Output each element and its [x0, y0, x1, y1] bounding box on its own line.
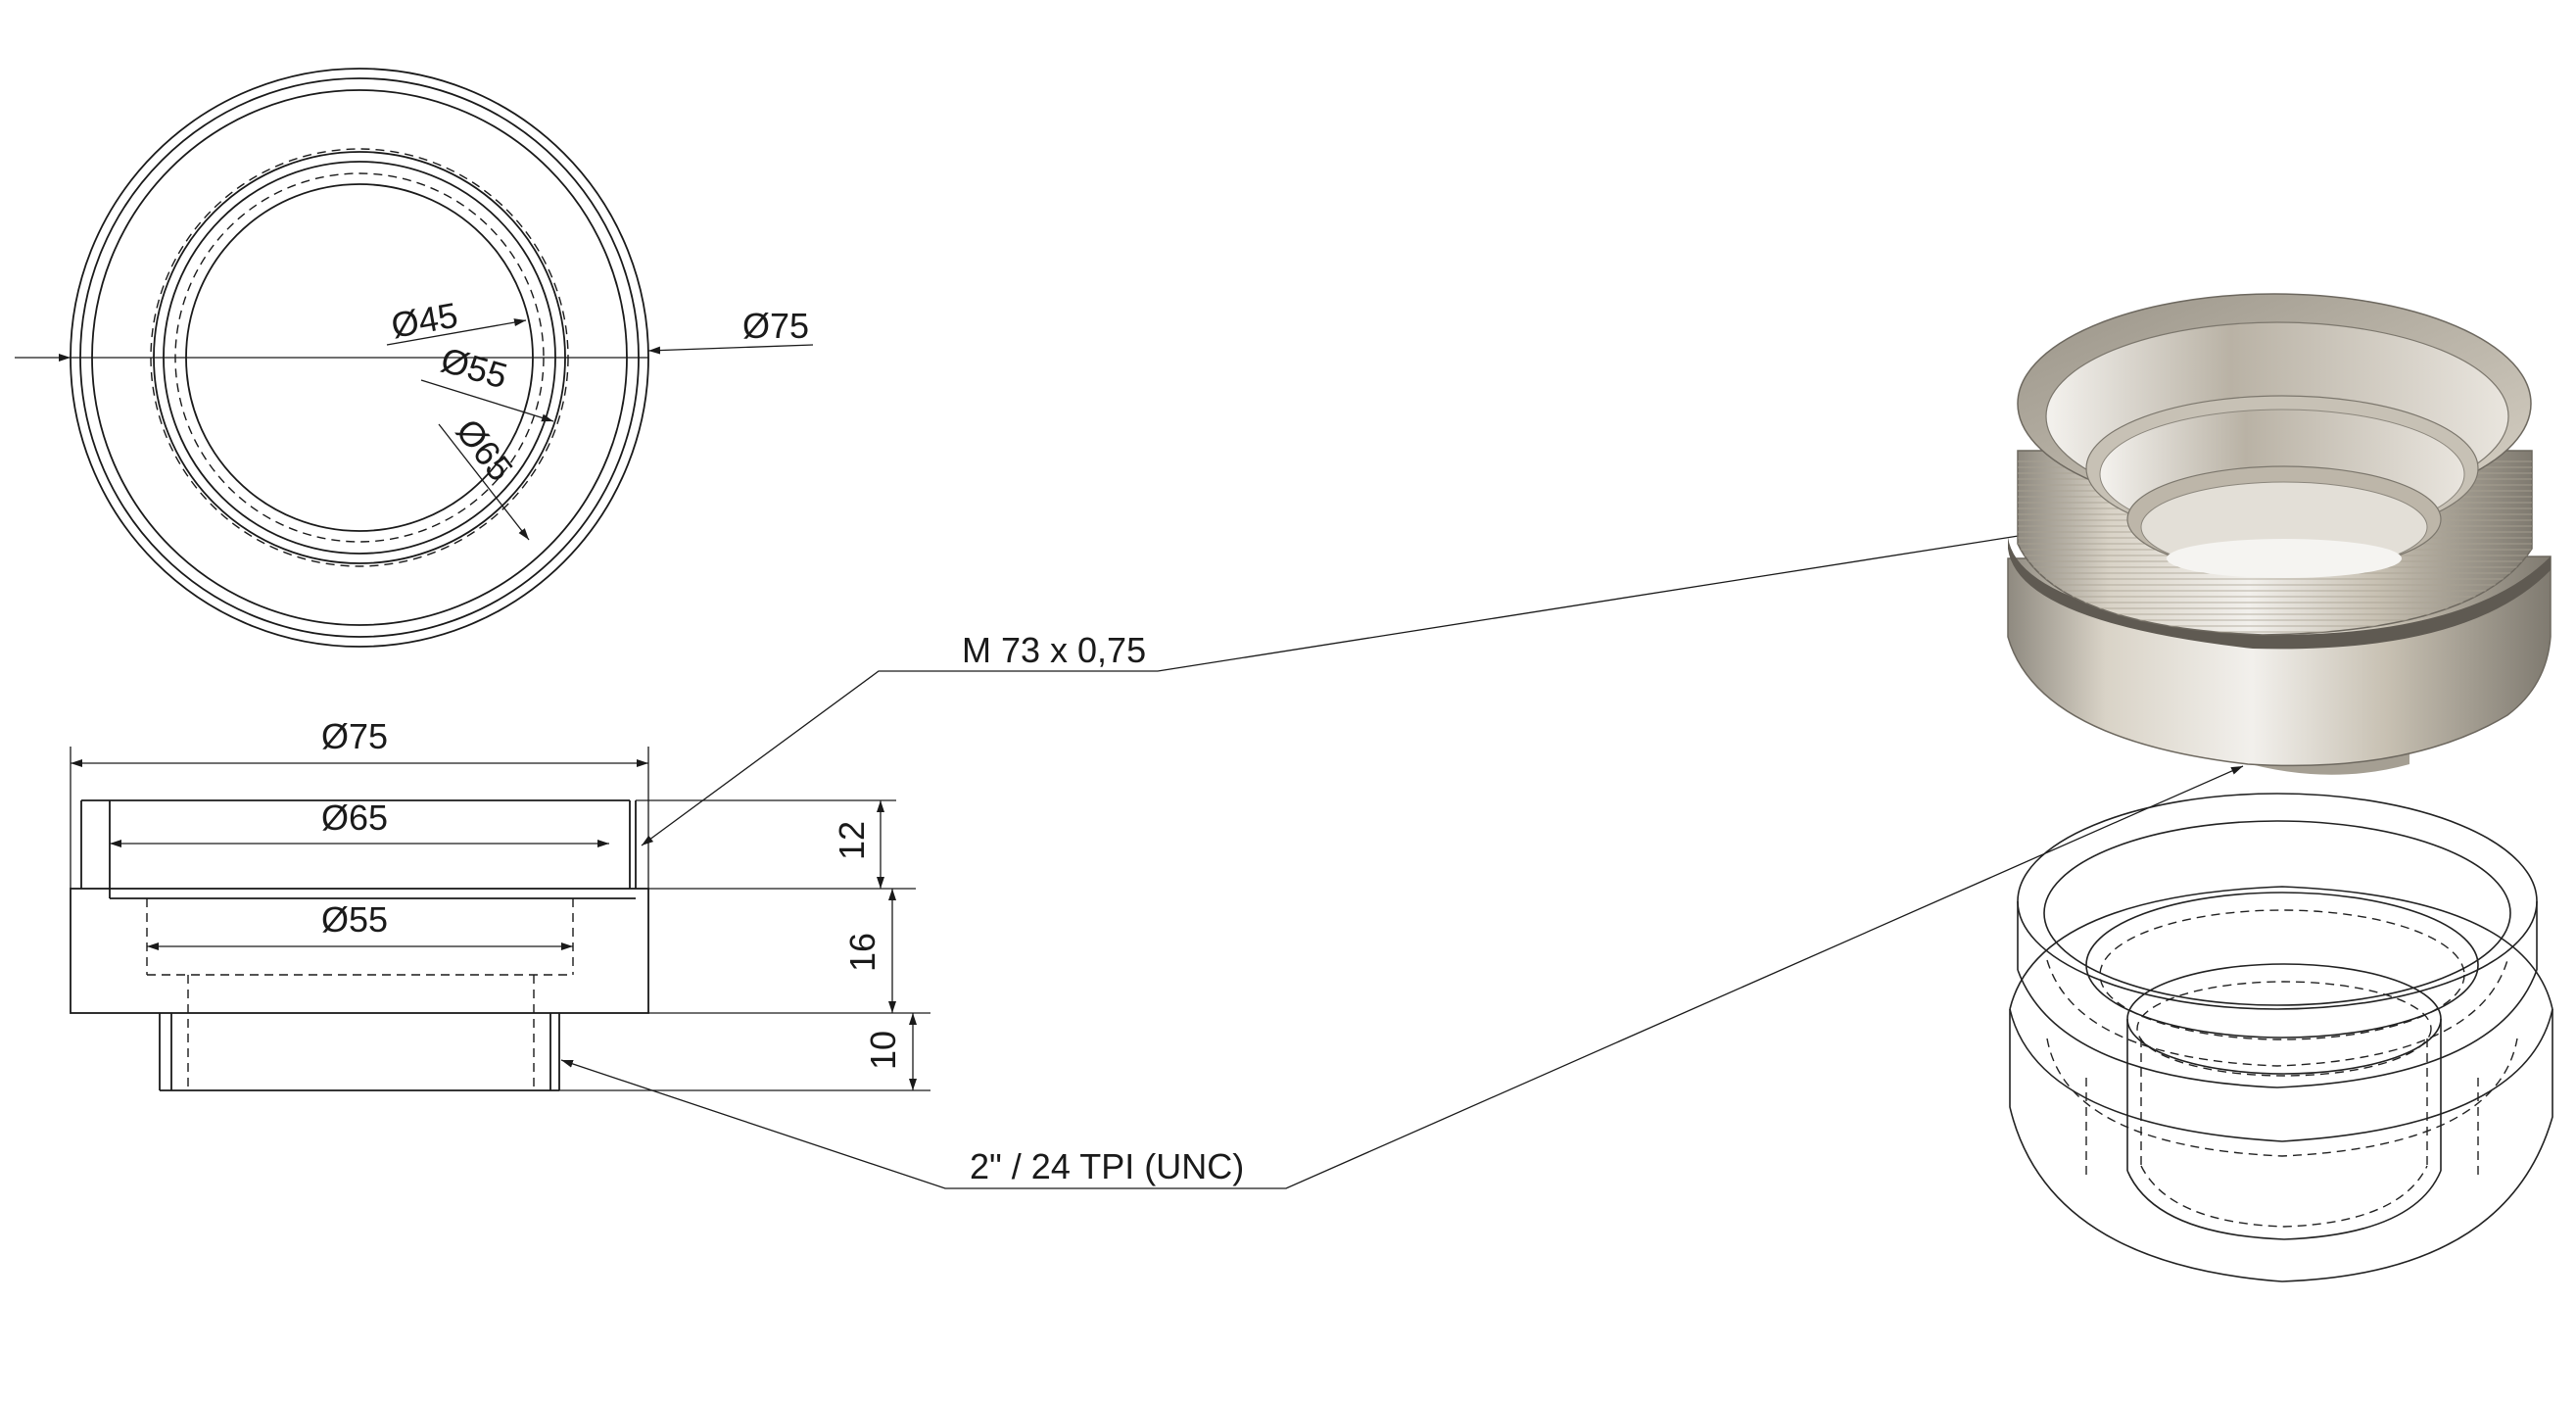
- dim-line-75-right: [647, 344, 814, 355]
- label-metric-thread: M 73 x 0,75: [962, 630, 1146, 670]
- label-dia-45: Ø45: [388, 295, 460, 346]
- leader-unc-thread: [560, 765, 2244, 1189]
- label-dia-55: Ø55: [437, 339, 512, 396]
- wireframe-part: [2009, 793, 2553, 1282]
- label-dia-65-section: Ø65: [321, 797, 388, 838]
- section-view: Ø75 Ø65 Ø55 12 16 10: [70, 716, 930, 1091]
- dim-line-45: [386, 318, 527, 346]
- leader-metric-thread: [641, 524, 2075, 846]
- dim-line-65: [438, 423, 530, 541]
- label-dia-75-top: Ø75: [742, 306, 809, 346]
- label-dia-65: Ø65: [449, 411, 521, 489]
- rendered-part: [2007, 293, 2552, 775]
- dim-line-55: [420, 379, 554, 422]
- label-unc-thread: 2" / 24 TPI (UNC): [970, 1146, 1244, 1186]
- label-dia-55-section: Ø55: [321, 899, 388, 940]
- label-height-16: 16: [842, 933, 883, 972]
- label-dia-75-section: Ø75: [321, 716, 388, 756]
- label-height-12: 12: [832, 821, 872, 860]
- thread-callouts: M 73 x 0,75 2" / 24 TPI (UNC): [560, 524, 2244, 1189]
- top-view: Ø75 Ø45 Ø55 Ø65: [15, 68, 814, 648]
- label-height-10: 10: [863, 1031, 903, 1070]
